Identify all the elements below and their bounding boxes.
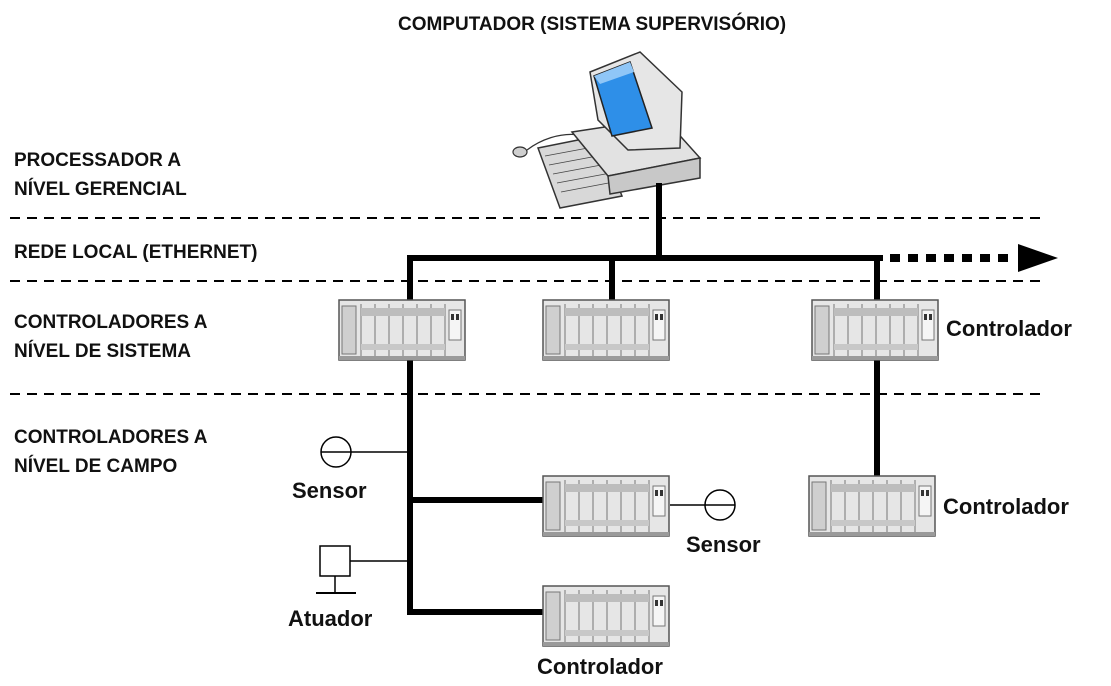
actuator-label: Atuador bbox=[288, 606, 373, 631]
actuator-icon bbox=[316, 545, 410, 594]
controller-field-right bbox=[808, 475, 936, 537]
controller-label-field-right: Controlador bbox=[943, 494, 1069, 519]
sensor-left-icon bbox=[320, 436, 410, 468]
network-lines bbox=[407, 183, 883, 615]
controller-system-left bbox=[338, 299, 466, 361]
sensor-field-icon bbox=[670, 489, 736, 521]
controller-system-center bbox=[542, 299, 670, 361]
ethernet-continuation-arrow bbox=[890, 244, 1058, 272]
controller-label-field-bottom: Controlador bbox=[537, 654, 663, 679]
network-level-label: REDE LOCAL (ETHERNET) bbox=[14, 242, 258, 263]
field-level-line-2: NÍVEL DE CAMPO bbox=[14, 456, 178, 477]
sensor-label-field: Sensor bbox=[686, 532, 761, 557]
computer-title: COMPUTADOR (SISTEMA SUPERVISÓRIO) bbox=[398, 14, 787, 35]
controller-system-right bbox=[811, 299, 939, 361]
controller-label-system-right: Controlador bbox=[946, 316, 1072, 341]
controller-field-middle bbox=[542, 475, 670, 537]
level-separators bbox=[10, 217, 1040, 395]
system-level-label: CONTROLADORES A NÍVEL DE SISTEMA bbox=[14, 308, 208, 366]
field-level-label: CONTROLADORES A NÍVEL DE CAMPO bbox=[14, 423, 208, 481]
management-level-label: PROCESSADOR A NÍVEL GERENCIAL bbox=[14, 146, 187, 204]
field-level-line-1: CONTROLADORES A bbox=[14, 427, 208, 448]
management-level-line-2: NÍVEL GERENCIAL bbox=[14, 179, 187, 200]
management-level-line-1: PROCESSADOR A bbox=[14, 150, 182, 171]
computer-icon bbox=[512, 51, 702, 209]
system-level-line-2: NÍVEL DE SISTEMA bbox=[14, 341, 192, 362]
sensor-label-left: Sensor bbox=[292, 478, 367, 503]
controller-field-bottom bbox=[542, 585, 670, 647]
system-level-line-1: CONTROLADORES A bbox=[14, 312, 208, 333]
